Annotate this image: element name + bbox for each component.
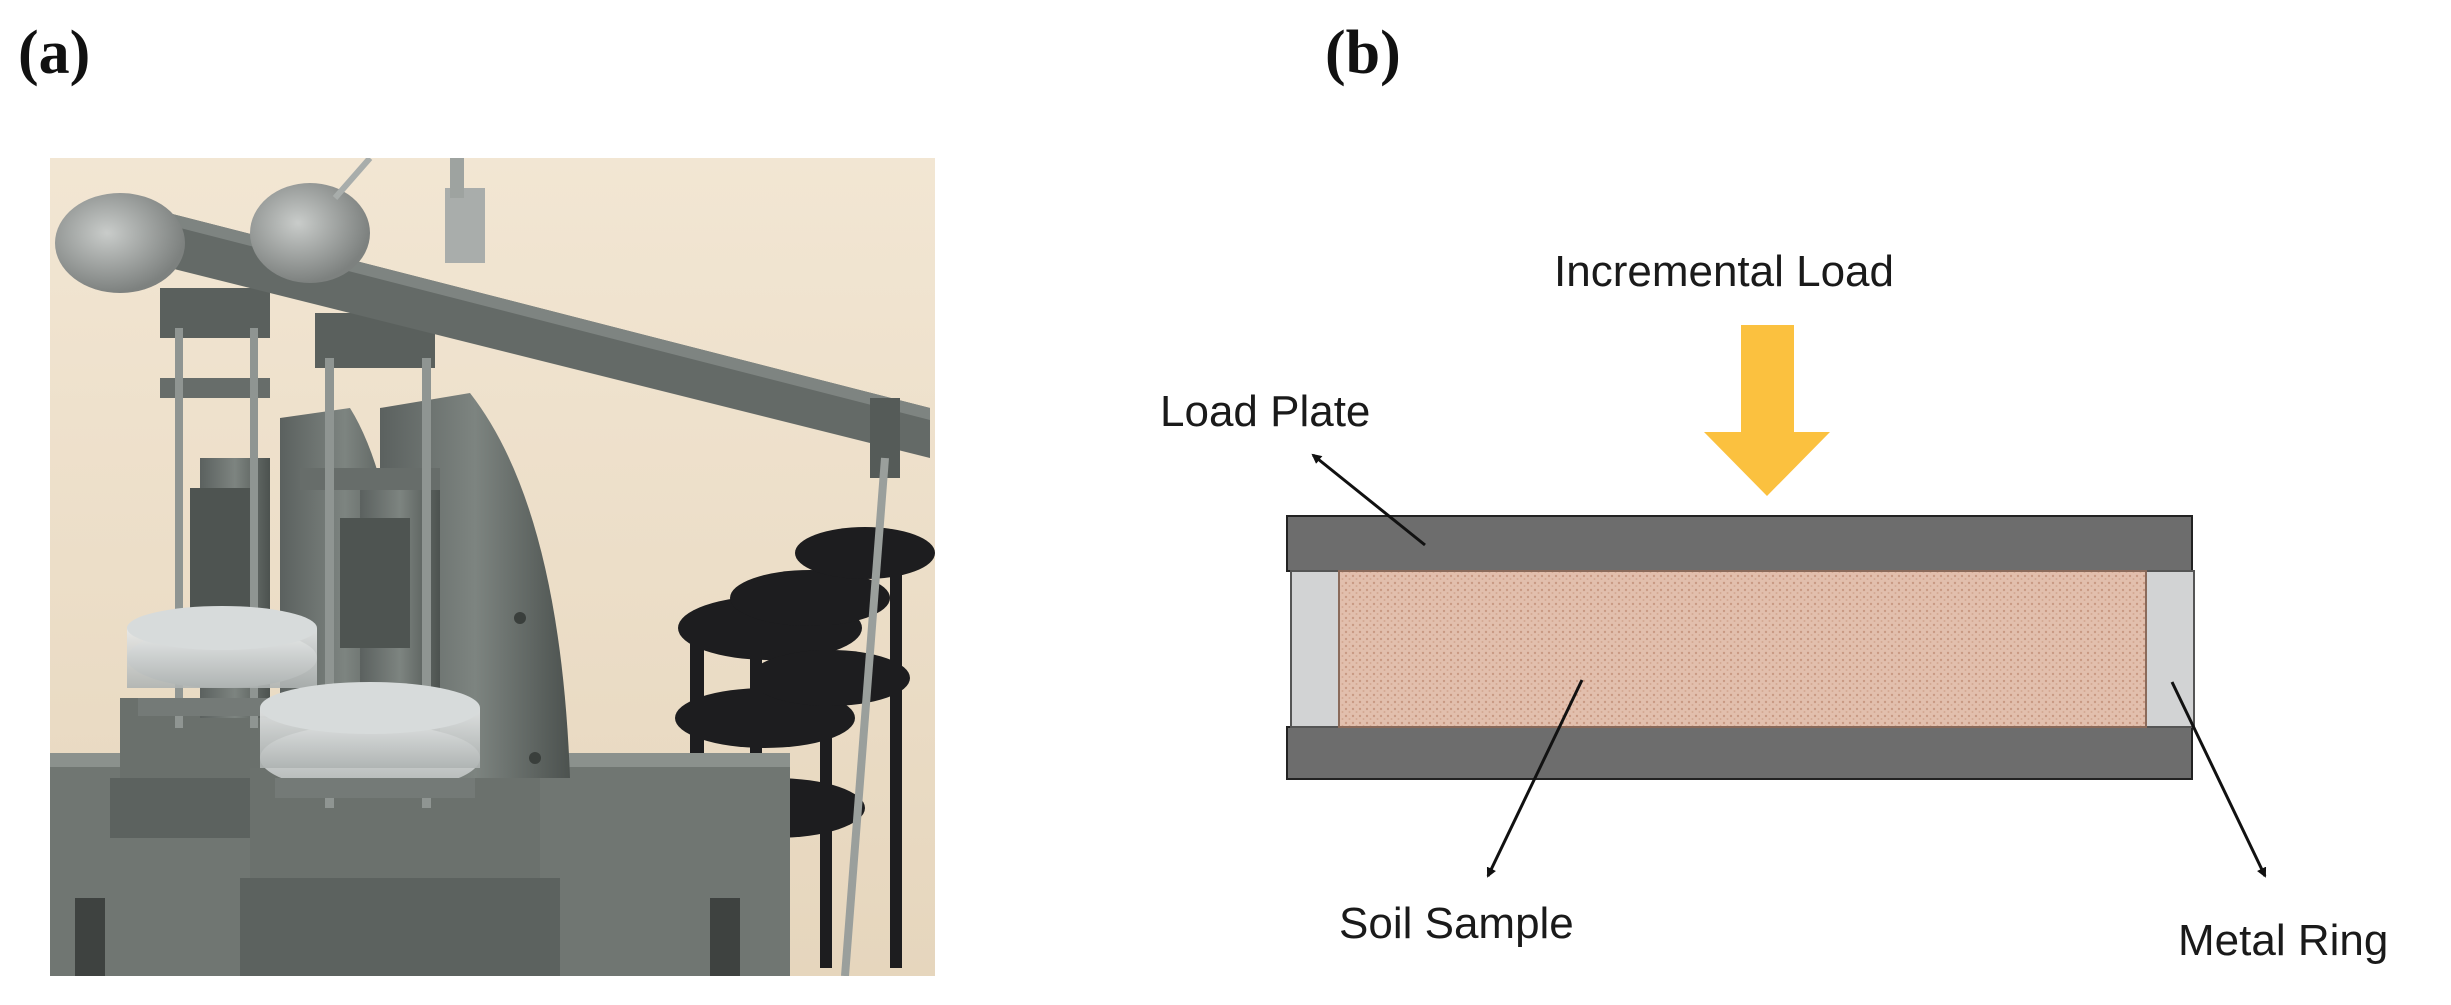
metal-ring-leader (2170, 681, 2267, 878)
panel-a-label: (a) (18, 19, 91, 87)
load-arrow (1704, 325, 1830, 496)
load-plate-label: Load Plate (1160, 387, 1370, 436)
metal-ring-right (2145, 570, 2195, 728)
consolidometer-photo (50, 156, 935, 977)
bottom-plate-shape (1286, 726, 2193, 780)
load-plate-shape (1286, 515, 2193, 572)
metal-ring-left (1290, 570, 1340, 728)
metal-ring-label: Metal Ring (2178, 916, 2388, 965)
counterweight-left (55, 193, 185, 293)
consolidation-schematic: Incremental Load Load Plate Soil Sample … (1140, 220, 2451, 1000)
soil-sample-leader (1486, 679, 1584, 878)
apparatus-right (240, 313, 570, 976)
load-plate-leader (1311, 453, 1426, 547)
incremental-load-label: Incremental Load (1554, 247, 1894, 296)
soil-sample-shape (1338, 570, 2147, 728)
soil-sample-label: Soil Sample (1339, 899, 1574, 948)
counterweight-right (250, 183, 370, 283)
panel-b-label: (b) (1325, 19, 1401, 87)
